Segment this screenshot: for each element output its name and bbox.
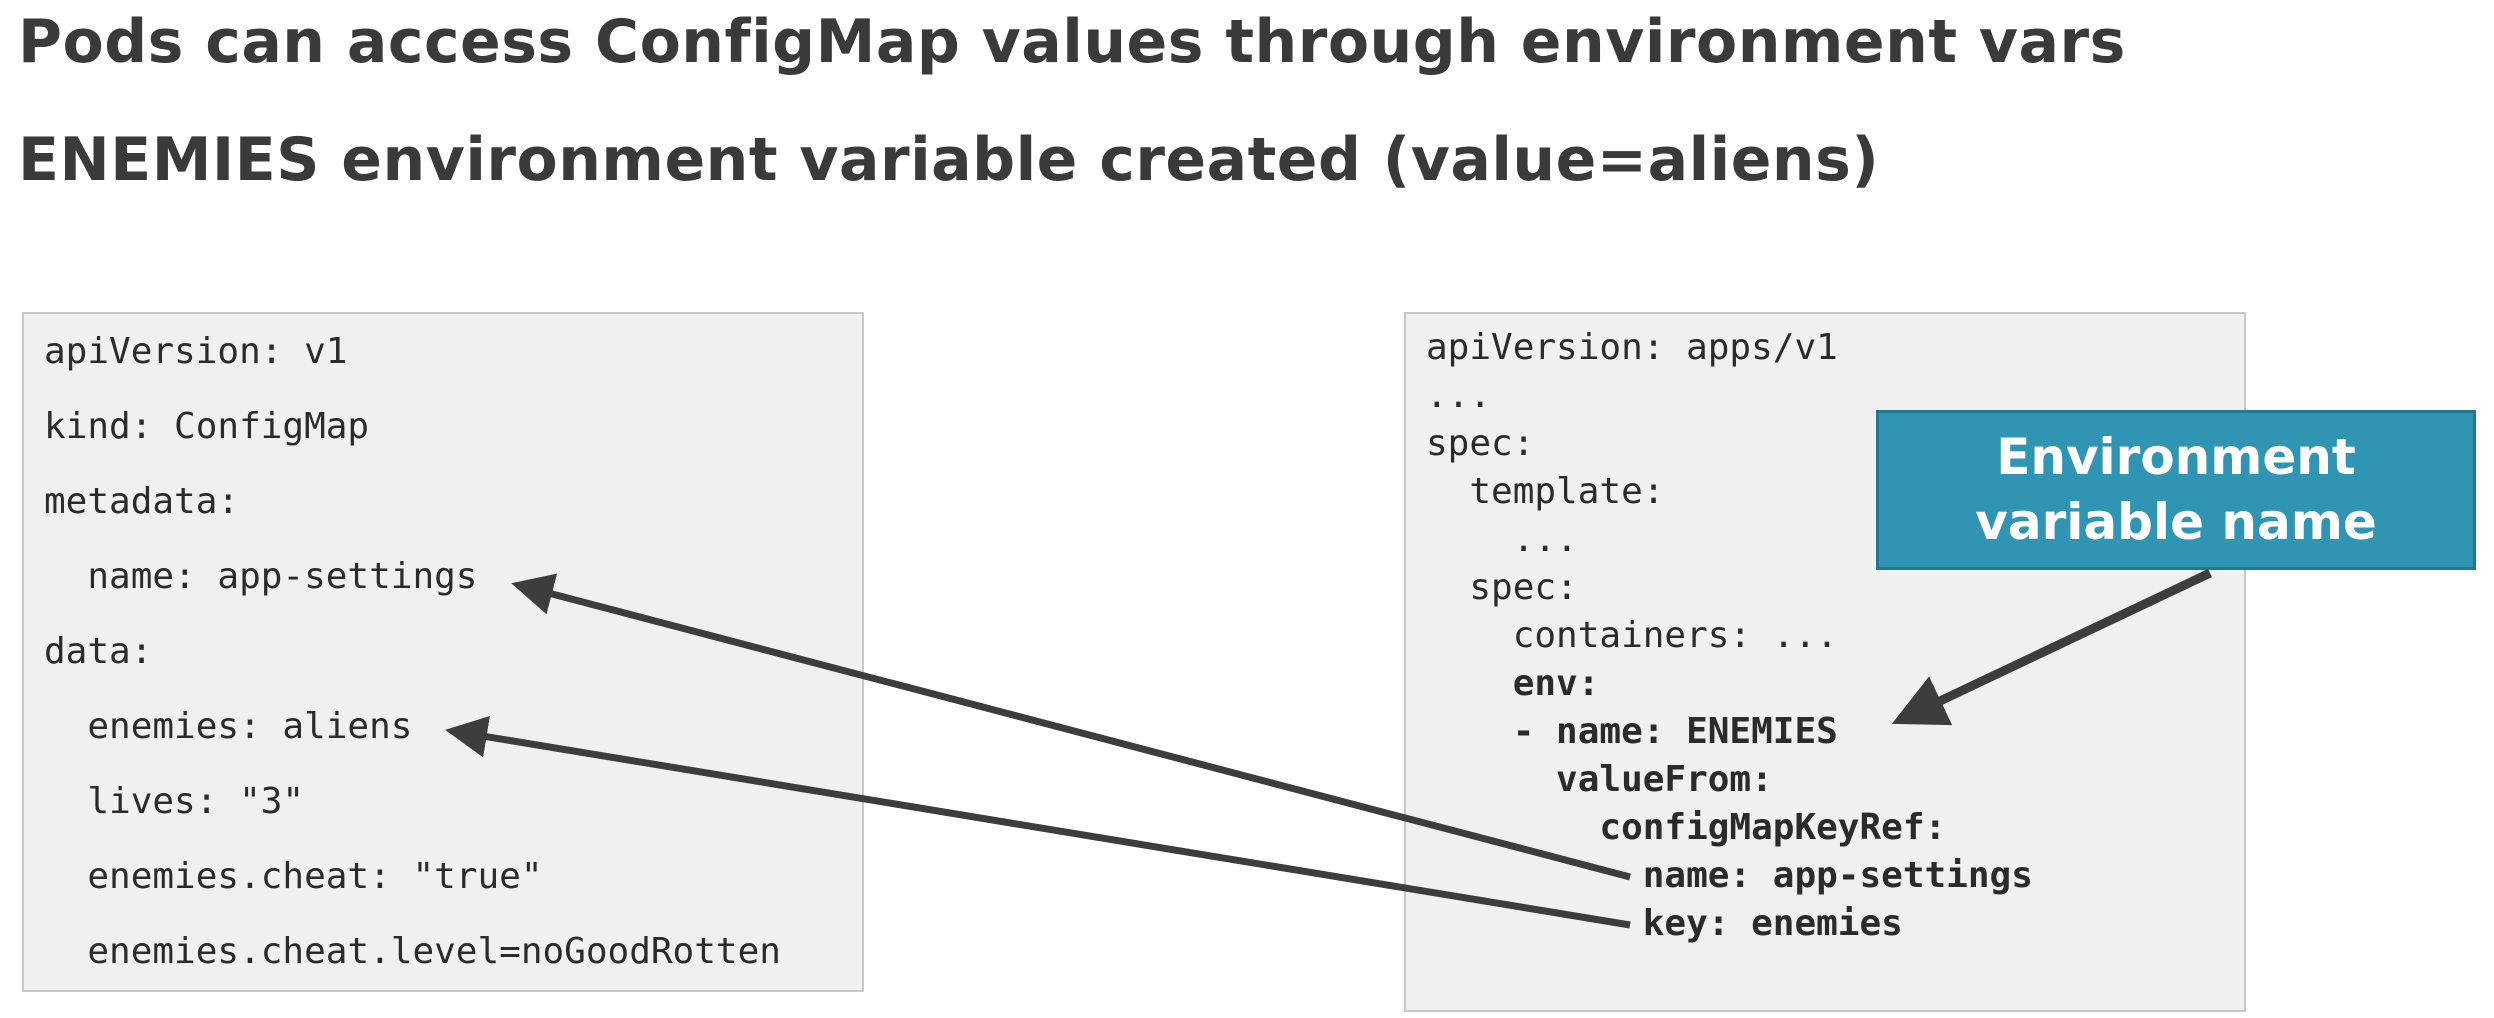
deployment-line-ref-name: name: app-settings [1426, 855, 2033, 896]
configmap-line-enemies-cheat: enemies.cheat: "true" [44, 856, 543, 897]
deployment-line-env: env: [1426, 663, 1600, 704]
deployment-line-ellipsis: ... [1426, 375, 1492, 416]
slide-heading-secondary: ENEMIES environment variable created (va… [18, 125, 1880, 195]
deployment-line-template-ellipsis: ... [1426, 519, 1578, 560]
configmap-yaml-panel: apiVersion: v1 kind: ConfigMap metadata:… [22, 312, 864, 992]
configmap-line-kind: kind: ConfigMap [44, 406, 370, 447]
deployment-line-valuefrom: valueFrom: [1426, 759, 1773, 800]
configmap-line-name: name: app-settings [44, 556, 478, 597]
configmap-line-enemies-cheat-level: enemies.cheat.level=noGoodRotten [44, 931, 781, 972]
environment-variable-name-callout: Environment variable name [1876, 410, 2476, 570]
deployment-line-ref-key: key: enemies [1426, 903, 1903, 944]
configmap-line-enemies: enemies: aliens [44, 706, 413, 747]
deployment-line-apiversion: apiVersion: apps/v1 [1426, 327, 1838, 368]
configmap-line-data: data: [44, 631, 153, 672]
deployment-line-template: template: [1426, 471, 1665, 512]
deployment-line-spec: spec: [1426, 423, 1535, 464]
slide-heading-primary: Pods can access ConfigMap values through… [18, 7, 2126, 77]
deployment-line-inner-spec: spec: [1426, 567, 1578, 608]
deployment-line-env-name: - name: ENEMIES [1426, 711, 1838, 752]
configmap-line-lives: lives: "3" [44, 781, 305, 822]
configmap-line-apiversion: apiVersion: v1 [44, 331, 348, 372]
deployment-line-configmapkeyref: configMapKeyRef: [1426, 807, 1947, 848]
deployment-line-containers: containers: ... [1426, 615, 1838, 656]
callout-label: Environment variable name [1975, 428, 2377, 551]
configmap-line-metadata: metadata: [44, 481, 240, 522]
